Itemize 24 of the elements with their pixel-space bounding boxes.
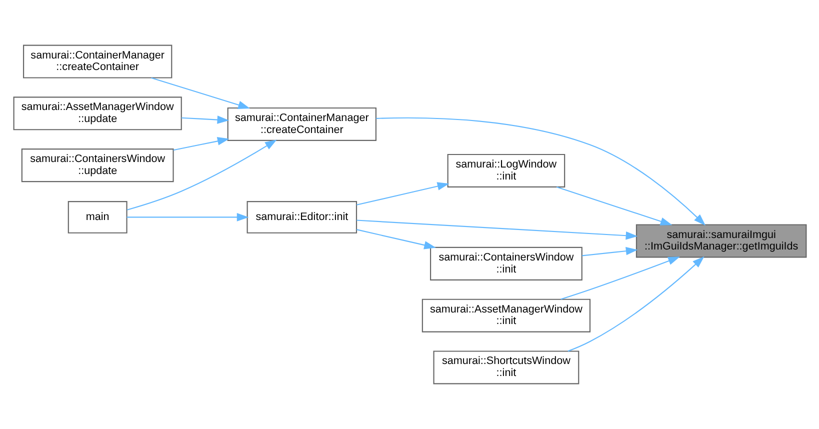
node-box: samurai::ContainersWindow ::update xyxy=(20,148,174,182)
node-box: samurai::LogWindow ::init xyxy=(446,154,565,188)
arrow xyxy=(126,140,276,210)
arrow xyxy=(376,117,706,226)
arrow xyxy=(356,229,436,250)
node-box: samurai::AssetManagerWindow ::update xyxy=(12,96,182,130)
arrow xyxy=(150,77,250,109)
arrow xyxy=(126,213,248,222)
node-box: samurai::ContainerManager ::createContainer xyxy=(22,44,172,78)
arrow xyxy=(180,116,229,124)
arrow xyxy=(582,246,638,256)
node-box: samurai::ContainerManager ::createContainer xyxy=(226,107,376,141)
node-box: samurai::Editor::init xyxy=(246,201,357,234)
node-box: samurai::ShortcutsWindow ::init xyxy=(432,350,579,384)
arrow xyxy=(172,137,229,151)
node-box: samurai::AssetManagerWindow ::init xyxy=(421,298,590,332)
arrow xyxy=(356,220,638,240)
arrow xyxy=(560,256,680,300)
node-box: samurai::ContainersWindow ::init xyxy=(430,246,582,280)
arrow xyxy=(556,186,672,226)
arrow xyxy=(567,256,704,352)
node-box: main xyxy=(67,201,127,234)
arrow xyxy=(356,182,449,206)
node-box: samurai::samuraiImgui ::ImGuiIdsManager::getImguiIds xyxy=(635,224,806,258)
